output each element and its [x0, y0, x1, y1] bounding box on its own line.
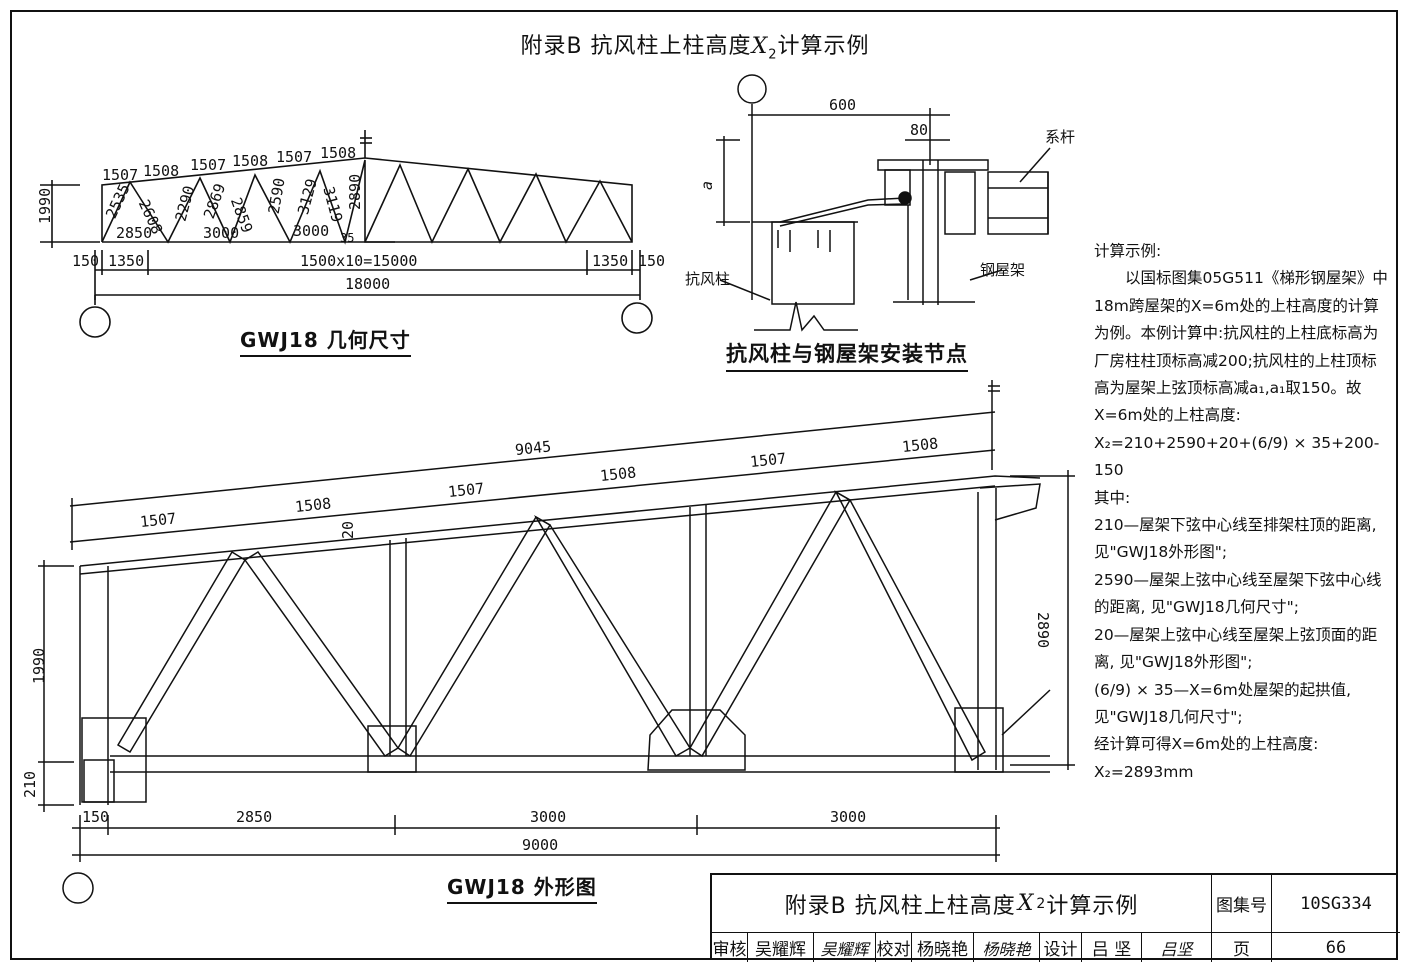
atlas-number: 10SG334 [1272, 875, 1400, 933]
atlas-label: 图集号 [1212, 875, 1272, 933]
notes-result: X₂=2893mm [1094, 762, 1194, 781]
geo-top-dim: 1507 [102, 166, 138, 184]
outline-left-h1: 1990 [30, 648, 48, 684]
notes-formula: X₂=210+2590+20+(6/9) × 35+200-150 [1094, 433, 1380, 480]
geometry-figure [40, 130, 653, 338]
review-signature: 吴耀辉 [814, 933, 876, 962]
outline-dim-20: 20 [339, 521, 357, 539]
outline-bottom-dim: 2850 [236, 808, 272, 826]
geo-camber-dim: 35 [340, 231, 354, 245]
outline-bottom-dim: 150 [82, 808, 109, 826]
notes-result-label: 经计算可得X=6m处的上柱高度: [1094, 735, 1319, 754]
geo-span-dim: 1500x10=15000 [300, 252, 417, 270]
node-label-column: 抗风柱 [685, 270, 730, 288]
outline-top-panel: 1508 [294, 494, 332, 516]
page-label: 页 [1212, 933, 1272, 962]
notes-heading: 计算示例: [1094, 242, 1162, 260]
check-label: 校对 [876, 933, 912, 962]
geo-diag-dim: 2890 [346, 174, 364, 210]
design-label: 设计 [1040, 933, 1082, 962]
notes-item: 210—屋架下弦中心线至排架柱顶的距离, 见"GWJ18外形图"; [1094, 516, 1377, 562]
geo-bottom-dim: 2850 [116, 224, 152, 242]
node-texts: 600 80 a 系杆 钢屋架 抗风柱 [685, 96, 1075, 288]
outline-caption: GWJ18 外形图 [447, 871, 597, 904]
notes-where: 其中: [1094, 488, 1131, 507]
geo-span-dim: 150 [638, 252, 665, 270]
check-name: 杨晓艳 [912, 933, 974, 962]
geo-diag-dim: 3129 [294, 177, 321, 217]
check-signature: 杨晓艳 [974, 933, 1040, 962]
geo-top-dim: 1508 [320, 144, 356, 162]
geo-span-dim: 150 [72, 252, 99, 270]
notes-item: (6/9) × 35—X=6m处屋架的起拱值, 见"GWJ18几何尺寸"; [1094, 680, 1352, 726]
geo-span-dim: 1350 [592, 252, 628, 270]
outline-top-panel: 1507 [139, 509, 177, 531]
geo-diag-dim: 2290 [172, 184, 199, 224]
outline-left-h2: 210 [21, 771, 39, 798]
design-name: 吕 坚 [1082, 933, 1142, 962]
review-label: 审核 [712, 933, 748, 962]
outline-top-panel: 1508 [599, 463, 637, 485]
page-number: 66 [1325, 937, 1347, 958]
outline-top-panel: 1507 [749, 449, 787, 471]
notes-item: 2590—屋架上弦中心线至屋架下弦中心线的距离, 见"GWJ18几何尺寸"; [1094, 570, 1382, 617]
geo-diag-dim: 2535 [102, 181, 134, 221]
outline-figure [38, 380, 1075, 904]
notes-intro: 以国标图集05G511《梯形钢屋架》中18m跨屋架的X=6m处的上柱高度的计算为… [1094, 269, 1388, 425]
page-title: 附录B 抗风柱上柱高度X2计算示例 [520, 34, 870, 63]
node-dim-80: 80 [910, 121, 928, 139]
node-caption: 抗风柱与钢屋架安装节点 [726, 338, 968, 372]
geo-diag-dim: 3119 [319, 185, 346, 225]
review-name: 吴耀辉 [748, 933, 814, 962]
geo-top-dim: 1508 [143, 162, 179, 180]
geometry-caption: GWJ18 几何尺寸 [240, 324, 411, 357]
geometry-dim-texts: 1507 1508 1507 1508 1507 1508 2535 2608 … [36, 144, 665, 293]
geo-bottom-dim: 3000 [203, 224, 239, 242]
geo-diag-dim: 2590 [265, 177, 289, 216]
outline-top-panel: 1507 [447, 479, 485, 501]
design-signature: 吕坚 [1142, 933, 1212, 962]
outline-bottom-dim: 3000 [530, 808, 566, 826]
outline-bottom-dim: 3000 [830, 808, 866, 826]
outline-right-h: 2890 [1034, 612, 1052, 648]
drawing-frame [10, 10, 1398, 960]
geo-height-dim: 1990 [36, 188, 54, 224]
geo-total-dim: 18000 [345, 275, 390, 293]
node-a1: a [698, 181, 716, 190]
geo-top-dim: 1507 [190, 156, 226, 174]
geo-bottom-dim: 3000 [293, 222, 329, 240]
calculation-notes: 计算示例: 以国标图集05G511《梯形钢屋架》中18m跨屋架的X=6m处的上柱… [1094, 238, 1392, 786]
node-label-truss: 钢屋架 [980, 261, 1025, 279]
geo-span-dim: 1350 [108, 252, 144, 270]
node-figure [716, 74, 1051, 332]
outline-top-panel: 1508 [901, 434, 939, 456]
node-label-tie: 系杆 [1045, 128, 1075, 146]
notes-item: 20—屋架上弦中心线至屋架上弦顶面的距离, 见"GWJ18外形图"; [1094, 625, 1378, 672]
outline-total-top: 9045 [514, 437, 552, 459]
node-dim-600: 600 [829, 96, 856, 114]
geo-top-dim: 1508 [232, 152, 268, 170]
outline-texts: 1507 1508 1507 1508 1507 1508 9045 20 19… [21, 434, 1052, 854]
outline-bottom-total: 9000 [522, 836, 558, 854]
geo-top-dim: 1507 [276, 148, 312, 166]
